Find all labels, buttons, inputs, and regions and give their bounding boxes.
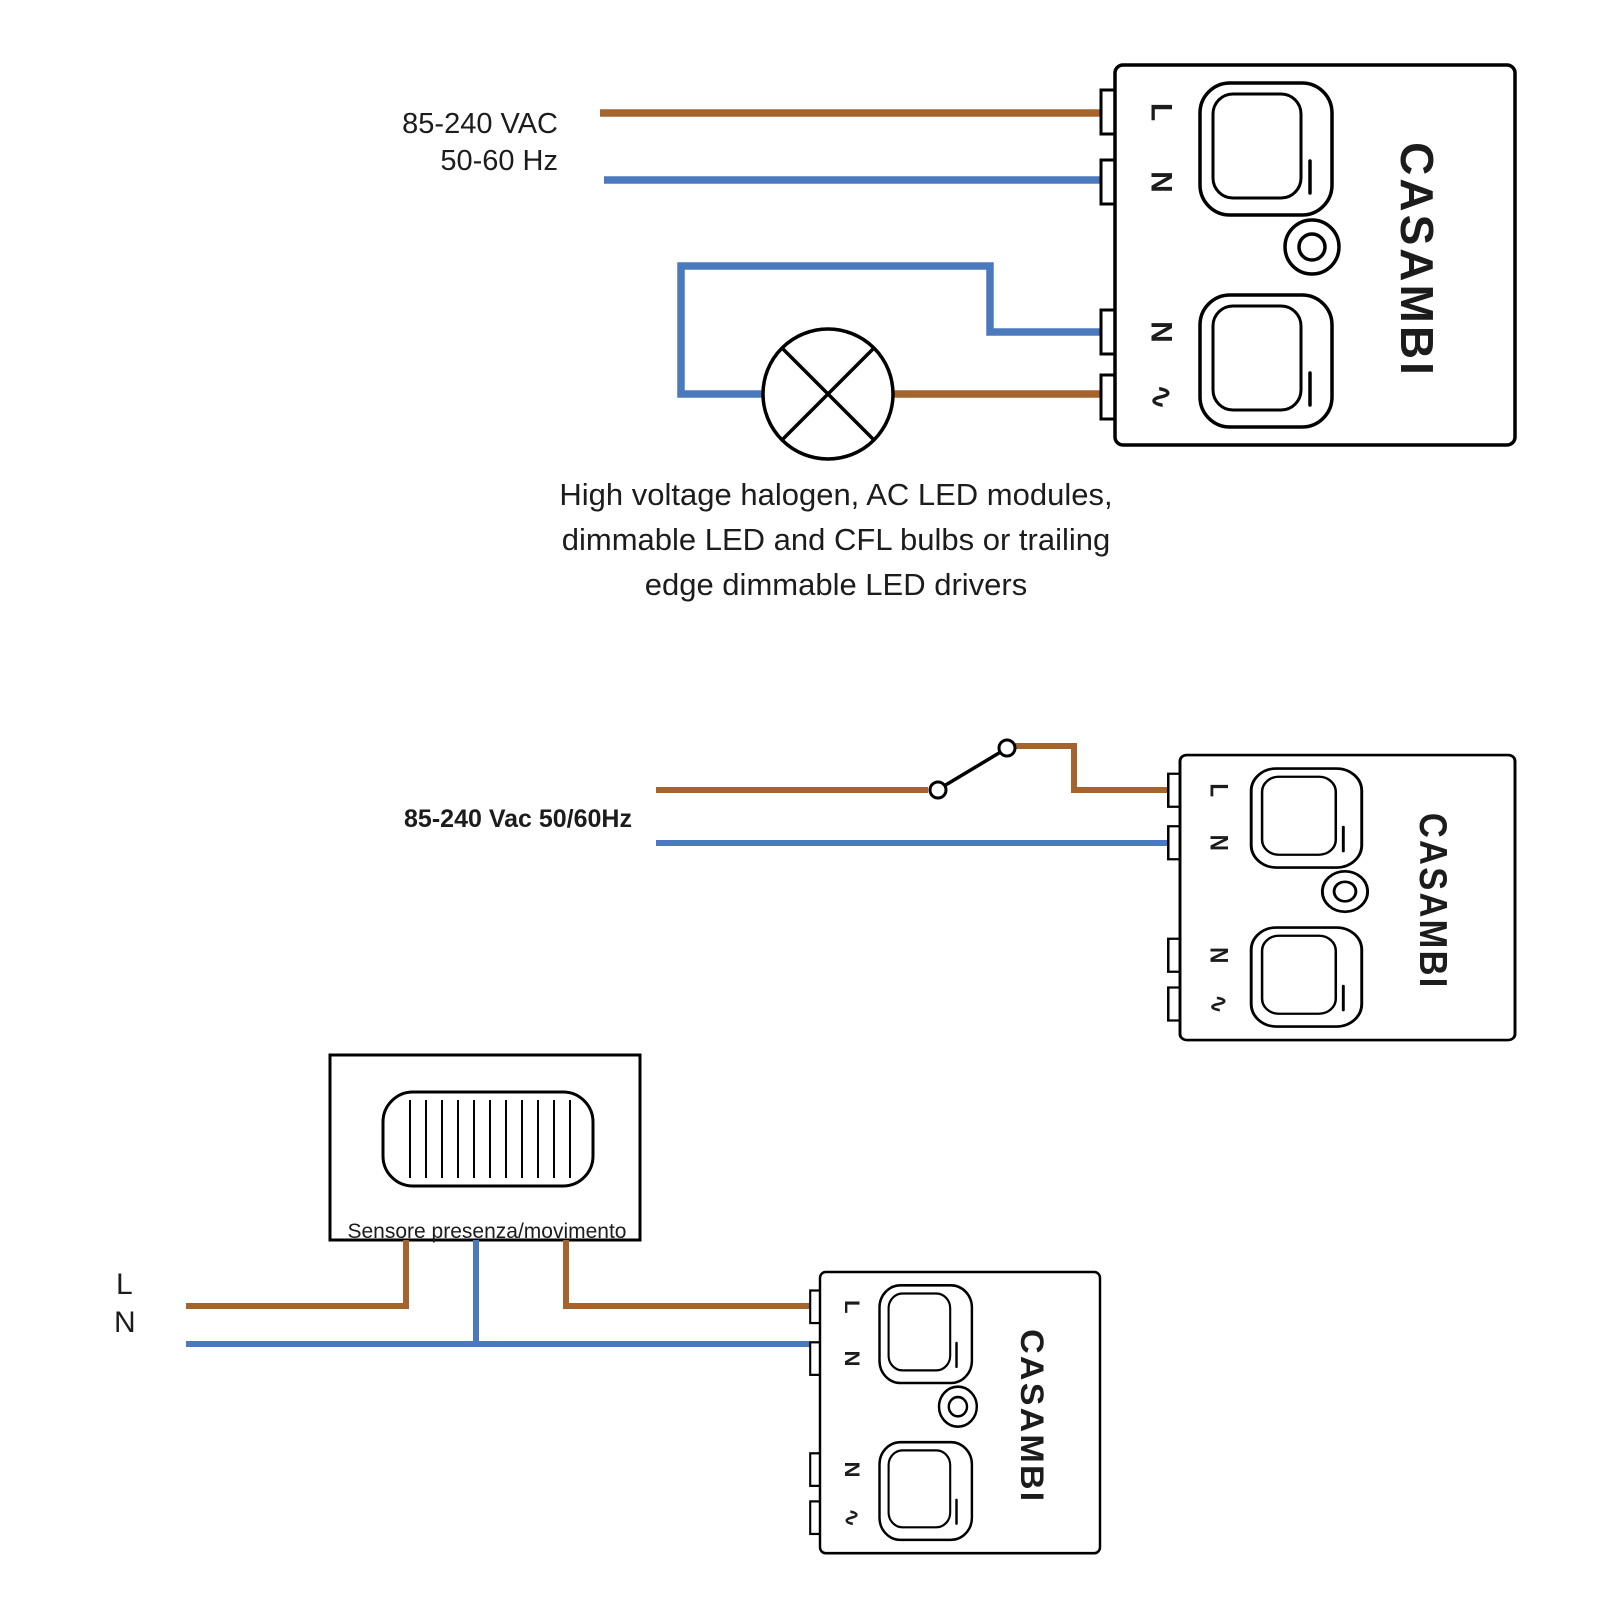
sensor-lens xyxy=(381,1090,595,1188)
diagram-wall-switch: 85-240 Vac 50/60Hz xyxy=(404,738,1515,1040)
lamp-cross-icon xyxy=(780,346,876,442)
load-caption-line3: edge dimmable LED drivers xyxy=(645,567,1028,602)
lamp-symbol xyxy=(761,327,895,461)
sensor-phase-wire-in xyxy=(186,1240,409,1309)
casambi-unit-bottom xyxy=(810,1272,1100,1553)
neutral-terminal-label: N xyxy=(114,1306,136,1339)
supply-voltage-label: 85-240 VAC xyxy=(402,108,558,140)
supply-frequency-label: 50-60 Hz xyxy=(440,145,558,177)
load-caption-line1: High voltage halogen, AC LED modules, xyxy=(559,477,1112,512)
switch-lever xyxy=(943,748,1005,788)
switch-symbol xyxy=(928,738,1017,800)
diagram-halogen-load: 85-240 VAC 50-60 Hz High voltage halogen… xyxy=(402,65,1515,602)
load-caption-line2: dimmable LED and CFL bulbs or trailing xyxy=(562,522,1111,557)
sensor-phase-wire-out xyxy=(563,1240,810,1309)
switch-contact-left xyxy=(928,780,948,800)
diagram-presence-sensor: Sensore presenza/movimento L N xyxy=(114,1053,1100,1553)
switch-phase-wire-out xyxy=(1014,743,1168,793)
casambi-unit-middle xyxy=(1168,755,1515,1040)
switch-contact-right xyxy=(997,738,1017,758)
lamp-neutral-wire xyxy=(677,262,1101,398)
presence-sensor: Sensore presenza/movimento xyxy=(328,1053,642,1243)
sensor-label: Sensore presenza/movimento xyxy=(348,1220,627,1243)
switch-supply-label: 85-240 Vac 50/60Hz xyxy=(404,805,632,833)
casambi-unit-top xyxy=(1101,65,1515,445)
phase-terminal-label: L xyxy=(116,1268,133,1301)
sensor-lens-hatch-icon xyxy=(409,1100,571,1178)
